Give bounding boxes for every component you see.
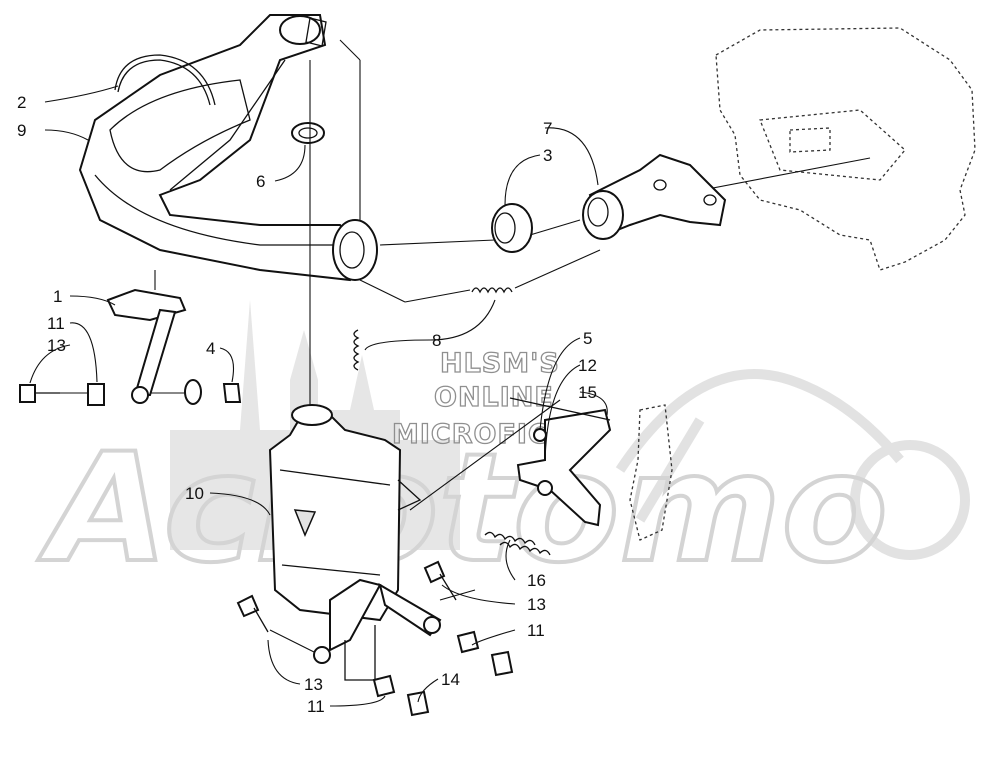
callouts: 1 2 3 4 5 6 7 8 9 10 11 11 11 12 13 13 1…: [17, 93, 597, 716]
nut: [222, 383, 242, 403]
heat-shield: [106, 288, 187, 404]
washer: [184, 379, 202, 405]
watermark-motorcycle-icon: [615, 369, 970, 560]
watermark-line-2: ONLINE: [434, 382, 554, 413]
callout-13-right: 13: [527, 595, 546, 614]
sleeve: [491, 203, 533, 253]
engine-outline: [715, 27, 976, 271]
mounting-bracket: [509, 397, 612, 527]
callout-15: 15: [578, 383, 597, 402]
bolt: [19, 384, 60, 403]
watermark: Acrotomo HLSM'S ONLINE MICROFICHE: [36, 300, 970, 598]
callout-11-right: 11: [527, 621, 545, 640]
callout-13-bottom: 13: [304, 675, 323, 694]
exhaust-pipe: [78, 14, 378, 282]
callout-6: 6: [256, 172, 265, 191]
callout-1: 1: [53, 287, 62, 306]
muffler-spacer: [372, 630, 480, 698]
assembly-lines: [50, 39, 871, 656]
watermark-line-1: HLSM'S: [440, 348, 560, 379]
callout-14: 14: [441, 670, 460, 689]
spacer: [87, 383, 105, 406]
muffler: [268, 404, 442, 681]
bracket-spring: [484, 531, 551, 556]
callout-9: 9: [17, 121, 26, 140]
callout-4: 4: [206, 339, 215, 358]
callout-10: 10: [185, 484, 204, 503]
callout-11-upper: 11: [47, 314, 65, 333]
callout-7: 7: [543, 119, 552, 138]
callout-11-bottom: 11: [307, 697, 325, 716]
callout-16: 16: [527, 571, 546, 590]
watermark-brand: Acrotomo: [38, 422, 888, 596]
callout-12: 12: [578, 356, 597, 375]
callout-13-upper: 13: [47, 336, 66, 355]
gasket-ring: [291, 122, 325, 144]
callout-5: 5: [583, 329, 592, 348]
muffler-bolt: [236, 560, 457, 633]
leader-lines: [29, 85, 608, 707]
frame-outline: [629, 404, 673, 541]
rubber-mount: [406, 650, 514, 717]
spring: [353, 287, 513, 371]
callout-3: 3: [543, 146, 552, 165]
spring-hose: [114, 54, 216, 106]
callout-8: 8: [432, 331, 441, 350]
callout-2: 2: [17, 93, 26, 112]
exhaust-manifold: [582, 153, 727, 240]
